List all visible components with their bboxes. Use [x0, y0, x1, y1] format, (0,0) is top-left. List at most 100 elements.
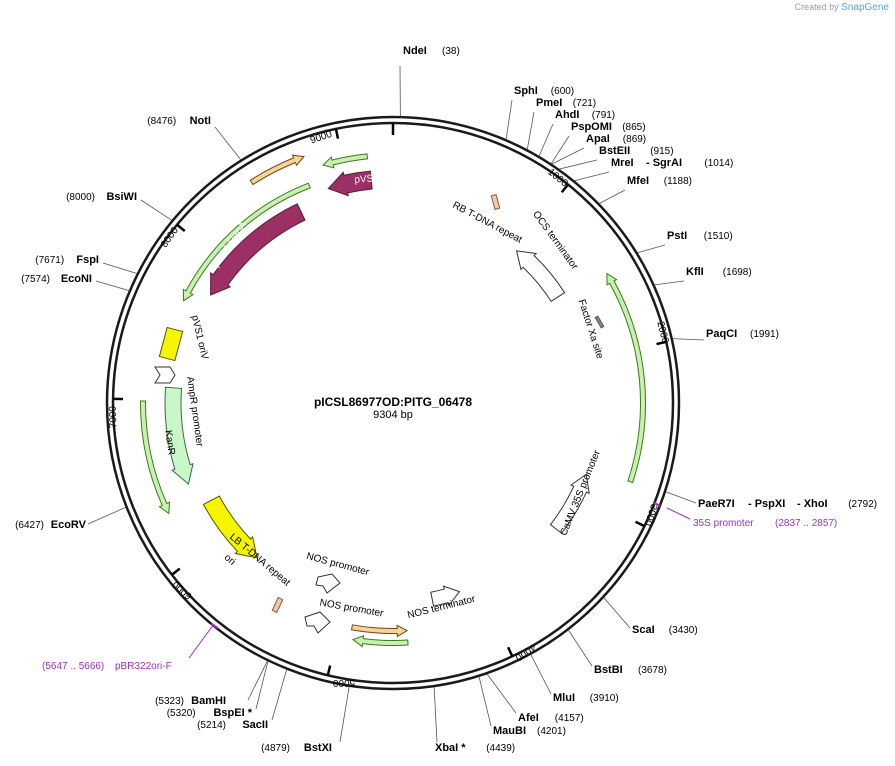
site-noti[interactable]: NotI(8476): [147, 115, 242, 160]
site-position: (3910): [590, 693, 619, 704]
site-mfei[interactable]: MfeI(1188): [599, 175, 692, 204]
site-position: (8000): [66, 192, 95, 203]
site-afei[interactable]: AfeI(4157): [486, 673, 584, 724]
primer-35s-promoter[interactable]: 35S promoter(2837 .. 2857): [652, 501, 837, 529]
feature-camv-35s-promoter[interactable]: [549, 473, 590, 534]
site-paqci[interactable]: PaqCI(1991): [672, 328, 779, 341]
site-bsiwi[interactable]: BsiWI (8000): [66, 191, 172, 221]
feature-label: RB T-DNA repeat: [451, 200, 524, 246]
feature-label: NOS promoter: [319, 598, 385, 620]
site-pmei[interactable]: PmeI(721): [526, 97, 596, 150]
site-econi[interactable]: EcoNI(7574): [21, 273, 130, 291]
site-fspi[interactable]: FspI (7671): [35, 254, 137, 274]
feature-nos-promoter-1[interactable]: [315, 573, 341, 594]
site-position: (5320): [167, 708, 196, 719]
site-leader-line: [654, 280, 685, 286]
site-position: (865): [622, 122, 645, 133]
site-bstxi[interactable]: BstXI(4879): [261, 686, 350, 754]
orf-arrow[interactable]: [351, 634, 409, 648]
feature-factor-xa-site[interactable]: [594, 315, 605, 329]
plasmid-name: pICSL86977OD:PITG_06478: [314, 395, 472, 409]
orf-arrow[interactable]: [321, 153, 369, 169]
site-leader-line: [603, 597, 631, 629]
primer-name: 35S promoter: [693, 518, 754, 529]
site-name: EcoNI: [61, 273, 92, 285]
feature-rb-tdna-repeat[interactable]: [490, 193, 501, 211]
site-name: SacII: [242, 719, 268, 731]
site-maubi[interactable]: MauBI(4201): [478, 676, 566, 737]
feature-ocs-terminator[interactable]: [515, 250, 566, 303]
site-position: (1510): [704, 231, 733, 242]
site-bspei[interactable]: BspEI *(5320): [167, 661, 269, 719]
site-leader-line: [599, 189, 626, 204]
site-xhoi[interactable]: - XhoI(2792): [797, 498, 877, 510]
orf-arrow[interactable]: [140, 400, 171, 515]
primer-mark: [652, 501, 661, 507]
site-xbai[interactable]: XbaI *(4439): [433, 687, 515, 754]
site-sgrai[interactable]: - SgrAI(1014): [646, 157, 733, 169]
site-apai[interactable]: ApaI(869): [551, 133, 646, 165]
site-ndei[interactable]: NdeI(38): [399, 45, 460, 117]
orf-arrow[interactable]: [182, 182, 311, 302]
site-bamhi[interactable]: BamHI(5323): [155, 660, 268, 707]
site-pspomi[interactable]: PspOMI (865): [550, 121, 646, 164]
site-ecorv[interactable]: EcoRV(6427): [15, 506, 126, 531]
site-position: (2792): [848, 499, 877, 510]
site-bsteii[interactable]: BstEII(915): [559, 145, 674, 170]
site-position: (1014): [704, 158, 733, 169]
feature-kanr[interactable]: [164, 386, 194, 485]
orf-arrow-orange[interactable]: [350, 624, 409, 638]
site-name: PaeR7I: [698, 498, 735, 510]
site-position: (721): [573, 98, 596, 109]
site-leader-line: [478, 676, 492, 727]
site-name: XbaI *: [435, 742, 466, 754]
feature-nos-promoter-2[interactable]: [304, 611, 331, 634]
site-position: (869): [623, 134, 646, 145]
created-by-text: Created by: [794, 2, 839, 12]
site-leader-line: [271, 669, 288, 721]
site-sphi[interactable]: SphI(600): [505, 85, 574, 140]
tick-label: 8000: [159, 225, 181, 250]
site-sacii[interactable]: SacII(5214): [197, 669, 288, 731]
site-bstbi[interactable]: BstBI(3678): [568, 629, 667, 676]
orf-arrow-orange[interactable]: [249, 154, 305, 186]
restriction-sites: NdeI(38) SphI(600)PmeI(721)AhdI(791)PspOM…: [15, 45, 877, 754]
site-pspxi[interactable]: - PspXI: [748, 498, 785, 510]
site-kfli[interactable]: KflI(1698): [654, 266, 752, 286]
site-position: (3678): [638, 665, 667, 676]
site-name: FspI: [76, 254, 99, 266]
site-name: AhdI: [555, 109, 579, 121]
feature-lb-tdna-repeat[interactable]: [271, 596, 284, 614]
site-position: (1188): [664, 176, 692, 187]
site-ahdi[interactable]: AhdI(791): [538, 109, 615, 157]
site-paer7i[interactable]: PaeR7I: [665, 491, 735, 510]
primer-name: pBR322ori-F: [115, 661, 172, 672]
tick-label: 7000: [108, 405, 120, 428]
feature-label: AmpR promoter: [184, 376, 205, 448]
feature-pvs1-repa[interactable]: [210, 203, 306, 296]
site-name: BsiWI: [106, 191, 137, 203]
site-name: MreI: [611, 157, 634, 169]
feature-pvs1-oriv[interactable]: [158, 326, 184, 362]
site-name: - PspXI: [748, 498, 785, 510]
feature-ampr-promoter[interactable]: [154, 366, 176, 384]
plasmid-size: 9304 bp: [373, 409, 413, 421]
site-scai[interactable]: ScaI(3430): [603, 597, 698, 636]
site-leader-line: [538, 123, 554, 157]
site-name: PspOMI: [571, 121, 612, 133]
site-psti[interactable]: PstI(1510): [637, 230, 733, 254]
site-position: (4201): [537, 726, 566, 737]
feature-ori[interactable]: [202, 495, 258, 559]
primer-pbr322ori-f[interactable]: (5647 .. 5666)pBR322ori-F: [42, 623, 219, 672]
feature-pvs1-staa[interactable]: [327, 170, 373, 197]
site-position: (7671): [35, 255, 64, 266]
site-mlui[interactable]: MluI(3910): [530, 654, 619, 704]
primer-leader-line: [188, 623, 215, 659]
site-leader-line: [550, 135, 570, 164]
feature-label: CaMV 35S promoter: [559, 448, 604, 537]
feature-nos-terminator[interactable]: [430, 585, 461, 607]
orf-arrow[interactable]: [606, 272, 646, 484]
site-mrei[interactable]: MreI: [574, 157, 634, 182]
primer-leader-line: [666, 507, 691, 520]
